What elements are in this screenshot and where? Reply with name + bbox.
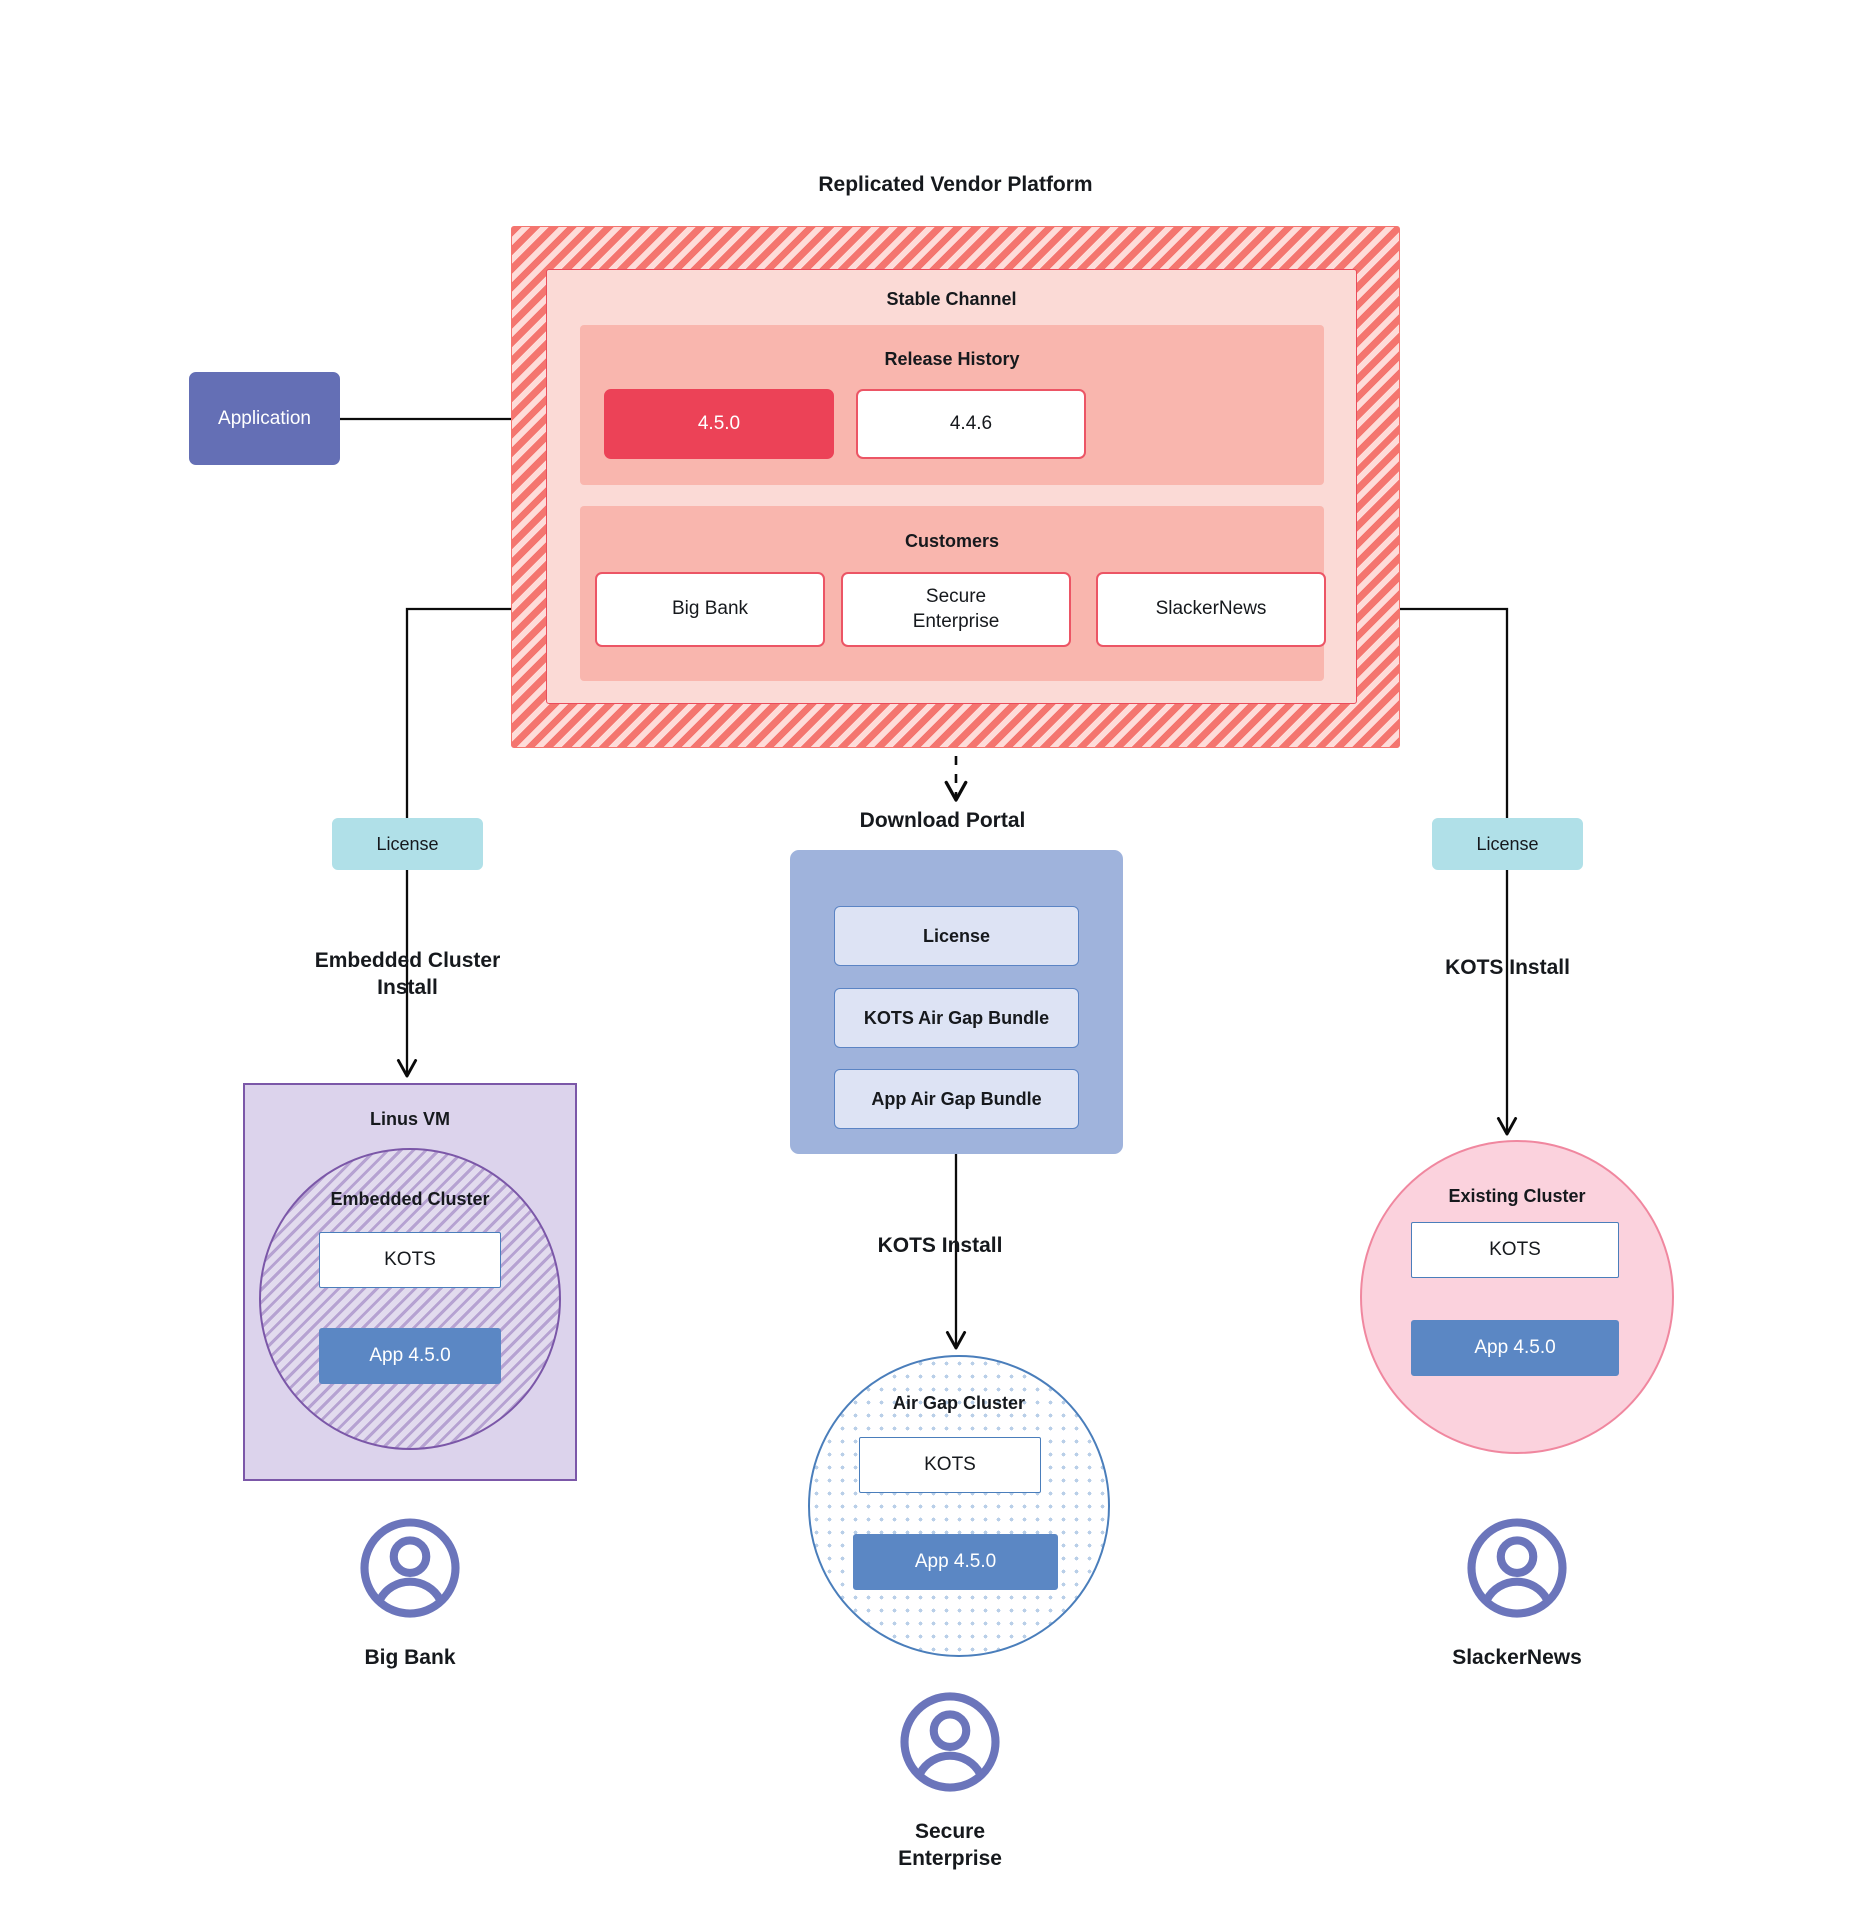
air-gap-cluster-circle (808, 1355, 1110, 1657)
app-node-existing-cluster[interactable]: App 4.5.0 (1411, 1320, 1619, 1376)
linux-vm-title: Linus VM (370, 1109, 450, 1129)
kots-node-existing-cluster[interactable]: KOTS (1411, 1222, 1619, 1278)
application-node[interactable]: Application (189, 372, 340, 465)
license-chip-left[interactable]: License (332, 818, 483, 870)
embedded-cluster-title: Embedded Cluster (330, 1189, 490, 1209)
user-avatar-icon (898, 1690, 1002, 1794)
existing-cluster-title: Existing Cluster (1448, 1186, 1586, 1206)
flow-label-kots-install-right: KOTS Install (1445, 956, 1570, 979)
embedded-cluster-circle (259, 1148, 561, 1450)
release-card-current[interactable]: 4.5.0 (604, 389, 834, 459)
download-portal-title: Download Portal (859, 809, 1026, 832)
app-node-air-gap-cluster[interactable]: App 4.5.0 (853, 1534, 1058, 1590)
existing-cluster-circle (1360, 1140, 1674, 1454)
user-avatar-icon (358, 1516, 462, 1620)
platform-title: Replicated Vendor Platform (818, 173, 1093, 196)
customers-title: Customers (904, 531, 1000, 551)
persona-name-secure-enterprise: Secure Enterprise (898, 1820, 1002, 1871)
license-chip-right[interactable]: License (1432, 818, 1583, 870)
kots-node-embedded-cluster[interactable]: KOTS (319, 1232, 501, 1288)
portal-item-license[interactable]: License (834, 906, 1079, 966)
persona-name-big-bank: Big Bank (364, 1646, 456, 1669)
portal-item-app-air-gap-bundle[interactable]: App Air Gap Bundle (834, 1069, 1079, 1129)
portal-item-kots-air-gap-bundle[interactable]: KOTS Air Gap Bundle (834, 988, 1079, 1048)
air-gap-cluster-title: Air Gap Cluster (892, 1393, 1026, 1413)
customer-card-slackernews[interactable]: SlackerNews (1096, 572, 1326, 647)
kots-node-air-gap-cluster[interactable]: KOTS (859, 1437, 1041, 1493)
release-card-previous[interactable]: 4.4.6 (856, 389, 1086, 459)
app-node-embedded-cluster[interactable]: App 4.5.0 (319, 1328, 501, 1384)
flow-label-embedded-cluster-install: Embedded Cluster Install (314, 949, 501, 999)
flow-label-kots-install-center: KOTS Install (877, 1234, 1003, 1257)
release-history-title: Release History (884, 349, 1020, 369)
stable-channel-title: Stable Channel (886, 289, 1017, 309)
persona-name-slackernews: SlackerNews (1452, 1646, 1582, 1669)
customer-card-big-bank[interactable]: Big Bank (595, 572, 825, 647)
user-avatar-icon (1465, 1516, 1569, 1620)
customer-card-secure-enterprise[interactable]: Secure Enterprise (841, 572, 1071, 647)
